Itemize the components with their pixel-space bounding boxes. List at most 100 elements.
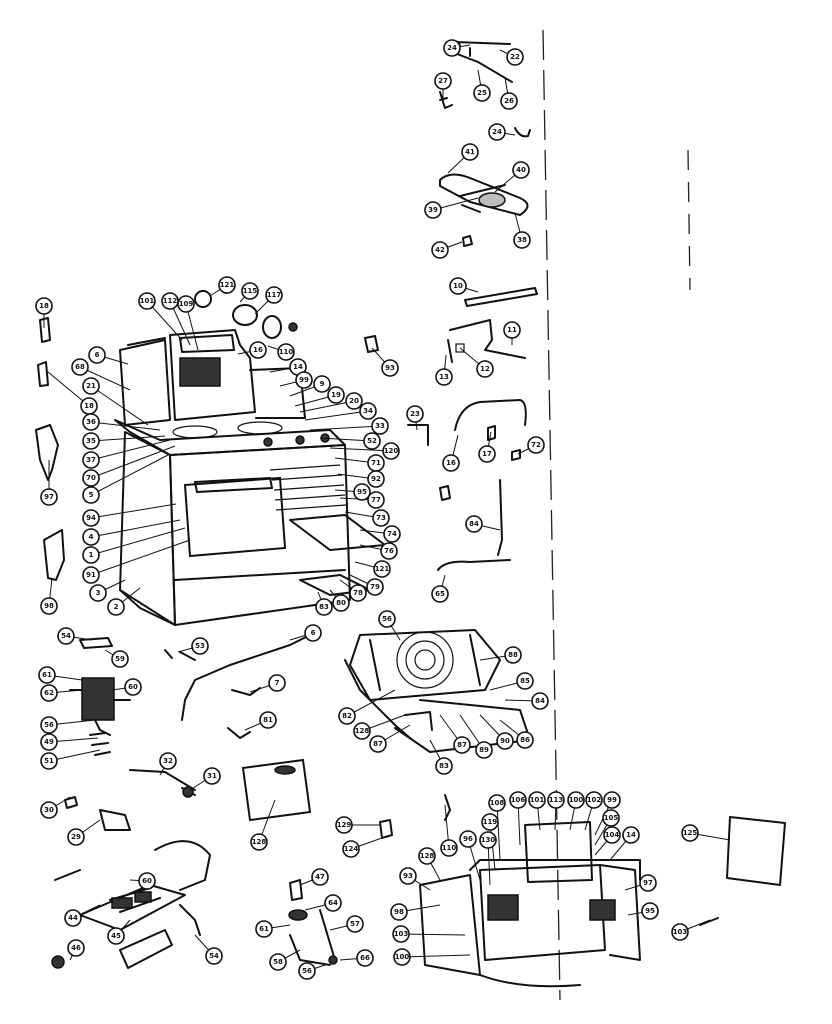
callout-bubble [392,925,410,943]
callout-bubble [82,469,100,487]
callout-bubble [500,92,518,110]
part-callout: 77 [367,491,385,509]
callout-bubble [516,731,534,749]
part-number-label: 19 [331,391,341,399]
callout-leader-line [304,410,369,421]
part-number-label: 14 [626,831,636,839]
part-callout: 2 [107,598,125,616]
part-number-label: 64 [328,899,338,907]
callout-leader-line [329,447,392,452]
part-number-label: 58 [273,958,283,966]
callout-bubble [82,546,100,564]
part-number-label: 61 [259,925,269,933]
part-number-label: 83 [319,603,329,611]
part-callout: 93 [381,359,399,377]
callout-bubble [366,578,384,596]
callout-bubble [440,839,458,857]
part-callout: 35 [82,432,100,450]
callout-bubble [602,809,620,827]
callout-bubble [315,598,333,616]
part-callout: 12 [476,360,494,378]
part-callout: 38 [513,231,531,249]
callout-bubble [367,470,385,488]
callout-bubble [418,847,436,865]
part-number-label: 103 [673,928,688,936]
callout-bubble [40,488,58,506]
part-number-label: 65 [435,590,445,598]
callout-bubble [435,368,453,386]
part-number-label: 9 [320,380,325,388]
part-number-label: 16 [446,459,456,467]
part-callout: 103 [671,923,689,941]
callout-bubble [332,594,350,612]
part-number-label: 12 [480,365,490,373]
part-number-label: 90 [500,737,510,745]
part-number-label: 108 [490,799,505,807]
callout-bubble [390,903,408,921]
part-number-label: 54 [61,632,71,640]
part-number-label: 97 [44,493,54,501]
part-number-label: 40 [516,166,526,174]
part-number-label: 52 [367,437,377,445]
part-callout: 56 [298,962,316,980]
part-callout: 130 [479,831,497,849]
part-number-label: 99 [607,796,617,804]
part-callout: 36 [82,413,100,431]
part-callout: 47 [311,868,329,886]
part-callout: 99 [603,791,621,809]
part-number-label: 68 [75,363,85,371]
part-callout: 60 [124,678,142,696]
part-callout: 72 [527,436,545,454]
part-number-label: 92 [371,475,381,483]
part-number-label: 20 [349,397,359,405]
part-number-label: 26 [504,97,514,105]
part-number-label: 39 [428,206,438,214]
callout-bubble [218,276,236,294]
callout-bubble [327,386,345,404]
callout-bubble [40,733,58,751]
part-number-label: 51 [44,757,54,765]
callout-bubble [138,872,156,890]
callout-bubble [513,231,531,249]
part-number-label: 81 [263,716,273,724]
part-callout: 125 [681,824,699,842]
part-callout: 66 [356,949,374,967]
callout-bubble [250,833,268,851]
callout-labels: 2422252627244140393842101113129323161772… [35,39,699,980]
part-number-label: 74 [387,530,397,538]
callout-bubble [255,920,273,938]
part-number-label: 130 [481,836,496,844]
part-number-label: 119 [483,818,498,826]
part-callout: 6 [88,346,106,364]
part-callout: 98 [390,903,408,921]
callout-bubble [107,927,125,945]
callout-bubble [111,650,129,668]
callout-leader-line [401,954,471,958]
part-number-label: 7 [275,679,280,687]
callout-leader-line [400,933,466,936]
callout-bubble [313,375,331,393]
part-callout: 121 [373,560,391,578]
part-callout: 89 [475,741,493,759]
callout-bubble [138,292,156,310]
callout-bubble [516,672,534,690]
part-number-label: 56 [302,967,312,975]
part-callout: 54 [205,947,223,965]
part-callout: 81 [259,711,277,729]
callout-leader-line [90,445,176,479]
part-number-label: 18 [39,302,49,310]
callout-leader-line [299,400,355,413]
part-callout: 29 [67,828,85,846]
part-callout: 22 [506,48,524,66]
callout-bubble [40,684,58,702]
burner-assembly-lower [51,840,211,969]
part-callout: 54 [57,627,75,645]
part-callout: 18 [80,397,98,415]
part-number-label: 60 [128,683,138,691]
part-callout: 60 [138,872,156,890]
part-number-label: 103 [394,930,409,938]
callout-leader-line [496,802,501,861]
part-callout: 61 [255,920,273,938]
part-number-label: 117 [267,291,282,299]
